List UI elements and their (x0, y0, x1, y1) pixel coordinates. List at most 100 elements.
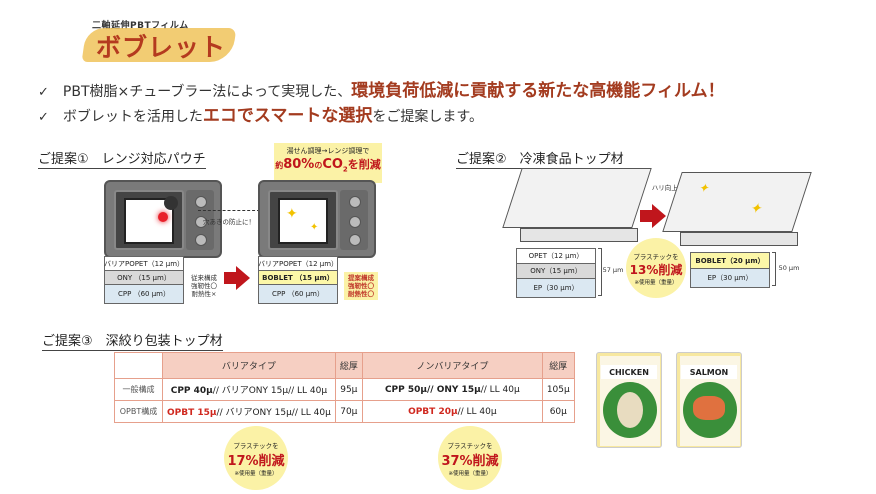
layer: BOBLET （15 μm） (259, 271, 337, 285)
table-header-cell: 総厚 (541, 352, 575, 379)
smoke-icon (164, 196, 178, 210)
microwave-after: ✦ ✦ (258, 180, 376, 258)
chicken-pack-image: CHICKEN (596, 352, 662, 448)
hole-note-line (198, 210, 260, 211)
after-note: 提案構成 強靭性〇 耐熱性〇 (344, 272, 378, 301)
table-cell: CPP 40μ// バリアONY 15μ// LL 40μ (162, 378, 336, 401)
layer: CPP （60 μm） (259, 285, 337, 303)
cell-rest: // LL 40μ (480, 384, 520, 395)
table-header-cell: バリアタイプ (162, 352, 336, 379)
tray-after: ✦ ✦ (662, 172, 812, 246)
bullet-2-post: をご提案します。 (372, 109, 484, 125)
table-cell: OPBT 20μ// LL 40μ (361, 400, 543, 423)
knob-icon (195, 234, 207, 246)
knob-icon (195, 216, 207, 228)
after-thickness: 50 μm (778, 264, 800, 272)
layer: バリアPOPET（12 μm） (104, 257, 184, 271)
tray-layers-after: BOBLET（20 μm） EP（30 μm） (690, 252, 770, 288)
circle-note: ※使用量（重量） (234, 470, 278, 477)
arrow-right-icon (224, 266, 250, 290)
co2-sub: 2 (342, 165, 348, 174)
before-note: 従来構成 強靭性〇 耐熱性× (188, 274, 220, 298)
knob-icon (195, 196, 207, 208)
after-note-line: 強靭性〇 (348, 282, 374, 291)
microwave-panel (340, 190, 368, 250)
table-header-cell: ノンバリアタイプ (361, 352, 543, 379)
co2-pct: 80% (283, 157, 315, 172)
cell-rest: // バリアONY 15μ// LL 40μ (216, 408, 331, 418)
microwave-before (104, 180, 222, 258)
before-note-line: 強靭性〇 (191, 282, 217, 291)
row-label: OPBT構成 (114, 400, 163, 423)
layer: ONY（15 μm） (517, 264, 595, 279)
reduction-circle-13: プラスチックを 13%削減 ※使用量（重量） (626, 238, 686, 298)
sparkle-icon: ✦ (310, 222, 319, 233)
food-icon (683, 382, 737, 438)
bullet-2-highlight: エコでスマートな選択 (202, 106, 373, 126)
pack-label: CHICKEN (601, 365, 657, 379)
table-cell: 95μ (334, 378, 363, 401)
salmon-pack-image: SALMON (676, 352, 742, 448)
bullet-2: ✓ ボブレットを活用した エコでスマートな選択 をご提案します。 (38, 101, 483, 126)
pouch-after: ✦ ✦ (278, 198, 328, 244)
row-label: 一般構成 (114, 378, 163, 401)
comparison-table: バリアタイプ 総厚 ノンバリアタイプ 総厚 一般構成 CPP 40μ// バリア… (114, 352, 575, 423)
circle-line: プラスチックを (233, 441, 279, 450)
layers-before: バリアPOPET（12 μm） ONY （15 μm） CPP （60 μm） (104, 256, 184, 304)
tray-lid: ✦ ✦ (662, 172, 812, 232)
layer: CPP （60 μm） (105, 285, 183, 303)
hole-note: 穴あきの防止に！ (203, 218, 255, 226)
cell-bold: OPBT 20μ (408, 406, 458, 417)
check-icon: ✓ (38, 85, 49, 100)
layer: BOBLET（20 μm） (691, 253, 769, 269)
tray-base (680, 232, 798, 246)
sparkle-icon: ✦ (697, 181, 712, 195)
table-header-row: バリアタイプ 総厚 ノンバリアタイプ 総厚 (114, 352, 575, 379)
cell-bold: CPP 50μ// ONY 15μ (384, 384, 481, 395)
microwave-door: ✦ ✦ (268, 190, 338, 250)
thickness-bracket (772, 252, 776, 286)
thickness-bracket (598, 248, 602, 296)
bullet-2-pre: ボブレットを活用した (62, 109, 203, 125)
cell-rest: // バリアONY 15μ// LL 40μ (212, 386, 328, 396)
bullet-1: ✓ PBT樹脂×チューブラー法によって実現した、 環境負荷低減に貢献する新たな高… (38, 76, 725, 101)
after-note-line: 耐熱性〇 (348, 290, 374, 299)
chicken-icon (617, 392, 643, 428)
knob-icon (349, 196, 361, 208)
tray-before (502, 168, 652, 242)
circle-note: ※使用量（重量） (634, 279, 678, 286)
tray-lid (502, 168, 652, 228)
table-row: OPBT構成 OPBT 15μ// バリアONY 15μ// LL 40μ 70… (114, 400, 575, 423)
gloss-note: ハリ向上！ (651, 184, 685, 192)
knob-icon (349, 234, 361, 246)
co2-text: CO (322, 157, 343, 172)
table-cell: OPBT 15μ// バリアONY 15μ// LL 40μ (162, 400, 336, 423)
microwave-door (114, 190, 184, 250)
arrow-shaft (640, 210, 652, 222)
co2-of: の (314, 161, 323, 170)
table-header-cell (114, 352, 163, 379)
sparkle-icon: ✦ (748, 201, 766, 217)
cell-rest: // LL 40μ (457, 406, 497, 417)
arrow-head (236, 266, 250, 290)
circle-pct: 13%削減 (629, 262, 683, 277)
pack-label: SALMON (681, 365, 737, 379)
arrow-head (652, 204, 666, 228)
co2-suffix: を削減 (347, 158, 381, 171)
after-note-line: 提案構成 (348, 274, 374, 282)
table-cell: 105μ (541, 378, 575, 401)
co2-callout-line1: 湯せん調理→レンジ調理で (286, 147, 370, 155)
before-note-line: 耐熱性× (191, 290, 217, 299)
check-icon: ✓ (38, 110, 49, 125)
cell-bold: CPP 40μ (170, 386, 213, 396)
table-cell: CPP 50μ// ONY 15μ// LL 40μ (361, 378, 543, 401)
table-cell: 70μ (334, 400, 363, 423)
tray-layers-before: OPET（12 μm） ONY（15 μm） EP（30 μm） (516, 248, 596, 298)
circle-pct: 37%削減 (441, 453, 499, 469)
food-icon (603, 382, 657, 438)
tray-base (520, 228, 638, 242)
layer: EP（30 μm） (517, 279, 595, 297)
logo-subtitle: 二軸延伸PBTフィルム (92, 21, 189, 31)
bullet-1-pre: PBT樹脂×チューブラー法によって実現した、 (62, 84, 352, 100)
burst-icon (158, 212, 168, 222)
